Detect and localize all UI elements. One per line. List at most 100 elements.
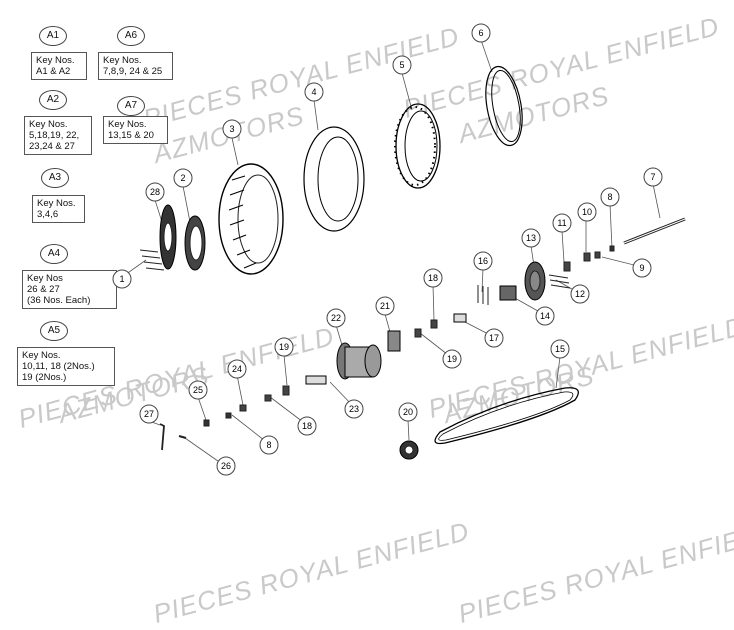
callout-6: 6 bbox=[471, 23, 491, 43]
bearing bbox=[563, 261, 571, 272]
callout-21: 21 bbox=[375, 296, 395, 316]
callout-15: 15 bbox=[550, 339, 570, 359]
svg-text:19: 19 bbox=[447, 354, 457, 364]
kit-key-box: Key Nos. 13,15 & 20 bbox=[103, 116, 168, 144]
parts-drawing: 1 2 3 4 5 6 7 8 9 10 11 12 13 14 15 16 1… bbox=[112, 23, 686, 476]
svg-text:25: 25 bbox=[193, 385, 203, 395]
axle-spindle bbox=[623, 217, 686, 245]
callout-26: 26 bbox=[216, 456, 236, 476]
svg-text:4: 4 bbox=[311, 87, 316, 97]
svg-text:2: 2 bbox=[180, 173, 185, 183]
callout-2: 2 bbox=[173, 168, 193, 188]
svg-text:21: 21 bbox=[380, 301, 390, 311]
svg-text:15: 15 bbox=[555, 344, 565, 354]
callout-28: 28 bbox=[145, 182, 165, 202]
svg-text:17: 17 bbox=[489, 333, 499, 343]
svg-text:23: 23 bbox=[349, 404, 359, 414]
svg-text:1: 1 bbox=[119, 274, 124, 284]
carrier-bolts bbox=[477, 285, 489, 305]
svg-text:11: 11 bbox=[557, 218, 566, 228]
svg-text:26: 26 bbox=[221, 461, 231, 471]
callout-23: 23 bbox=[344, 399, 364, 419]
exploded-parts-diagram: PIECES ROYAL ENFIELD AZMOTORS PIECES ROY… bbox=[15, 11, 734, 629]
brake-sprocket bbox=[159, 204, 177, 270]
brake-disc bbox=[184, 215, 206, 271]
spoke-nipple bbox=[178, 435, 187, 439]
svg-text:5: 5 bbox=[399, 60, 404, 70]
spacer bbox=[282, 385, 290, 396]
spacer bbox=[583, 252, 591, 262]
spacer bbox=[414, 328, 422, 338]
rear-sprocket bbox=[524, 261, 546, 301]
callout-12: 12 bbox=[570, 284, 590, 304]
svg-text:14: 14 bbox=[540, 311, 550, 321]
kit-key-box: Key Nos. 3,4,6 bbox=[32, 195, 85, 223]
svg-text:20: 20 bbox=[403, 407, 413, 417]
svg-text:7: 7 bbox=[650, 172, 655, 182]
callout-7: 7 bbox=[643, 167, 663, 187]
callout-3: 3 bbox=[222, 119, 242, 139]
bolts-set bbox=[139, 249, 165, 271]
kit-id-label: A6 bbox=[117, 26, 145, 46]
svg-text:9: 9 bbox=[639, 263, 644, 273]
svg-text:8: 8 bbox=[607, 192, 612, 202]
svg-text:8: 8 bbox=[266, 440, 271, 450]
spacer bbox=[264, 394, 272, 402]
distance-piece bbox=[453, 313, 467, 323]
callout-9: 9 bbox=[632, 258, 652, 278]
svg-text:27: 27 bbox=[144, 409, 154, 419]
kit-id-label: A7 bbox=[117, 96, 145, 116]
kit-id-label: A4 bbox=[40, 244, 68, 264]
callout-8-lower: 8 bbox=[259, 435, 279, 455]
rear-tyre bbox=[218, 163, 284, 275]
callout-24: 24 bbox=[227, 359, 247, 379]
callout-27: 27 bbox=[139, 404, 159, 424]
callout-14: 14 bbox=[535, 306, 555, 326]
callout-8: 8 bbox=[600, 187, 620, 207]
kit-key-box: Key Nos. 10,11, 18 (2Nos.) 19 (2Nos.) bbox=[17, 347, 115, 386]
kit-key-box: Key Nos. 5,18,19, 22, 23,24 & 27 bbox=[24, 116, 92, 155]
spoke bbox=[159, 423, 165, 451]
kit-key-box: Key Nos. 7,8,9, 24 & 25 bbox=[98, 52, 173, 80]
callout-25: 25 bbox=[188, 380, 208, 400]
cush-rubber bbox=[387, 330, 401, 352]
kit-id-label: A3 bbox=[41, 168, 69, 188]
bearing bbox=[239, 404, 247, 412]
svg-text:18: 18 bbox=[302, 421, 312, 431]
callout-18: 18 bbox=[423, 268, 443, 288]
svg-text:10: 10 bbox=[582, 207, 592, 217]
callout-19: 19 bbox=[442, 349, 462, 369]
washer bbox=[609, 245, 615, 252]
callout-19-lower: 19 bbox=[274, 337, 294, 357]
svg-text:19: 19 bbox=[279, 342, 289, 352]
wheel-hub bbox=[336, 342, 382, 380]
svg-text:6: 6 bbox=[478, 28, 483, 38]
callout-20: 20 bbox=[398, 402, 418, 422]
drive-sprocket bbox=[399, 440, 419, 460]
kit-key-box: Key Nos 26 & 27 (36 Nos. Each) bbox=[22, 270, 117, 309]
inner-tube bbox=[303, 126, 365, 232]
callout-4: 4 bbox=[304, 82, 324, 102]
kit-id-label: A5 bbox=[40, 321, 68, 341]
callout-17: 17 bbox=[484, 328, 504, 348]
callout-markers: 1 2 3 4 5 6 7 8 9 10 11 12 13 14 15 16 1… bbox=[112, 23, 663, 476]
callout-10: 10 bbox=[577, 202, 597, 222]
svg-text:22: 22 bbox=[331, 313, 341, 323]
callout-13: 13 bbox=[521, 228, 541, 248]
circlip bbox=[203, 419, 210, 427]
hub-bush bbox=[305, 375, 327, 385]
washer bbox=[225, 412, 232, 419]
kit-id-label: A1 bbox=[39, 26, 67, 46]
kit-key-box: Key Nos. A1 & A2 bbox=[31, 52, 87, 80]
kit-id-label: A2 bbox=[39, 90, 67, 110]
svg-text:12: 12 bbox=[575, 289, 585, 299]
rim-band bbox=[485, 65, 523, 147]
callout-11: 11 bbox=[552, 213, 572, 233]
svg-text:13: 13 bbox=[526, 233, 536, 243]
drive-chain bbox=[434, 387, 579, 445]
nut bbox=[594, 251, 601, 259]
svg-text:16: 16 bbox=[478, 256, 488, 266]
svg-text:28: 28 bbox=[150, 187, 160, 197]
svg-text:18: 18 bbox=[428, 273, 438, 283]
callout-5: 5 bbox=[392, 55, 412, 75]
